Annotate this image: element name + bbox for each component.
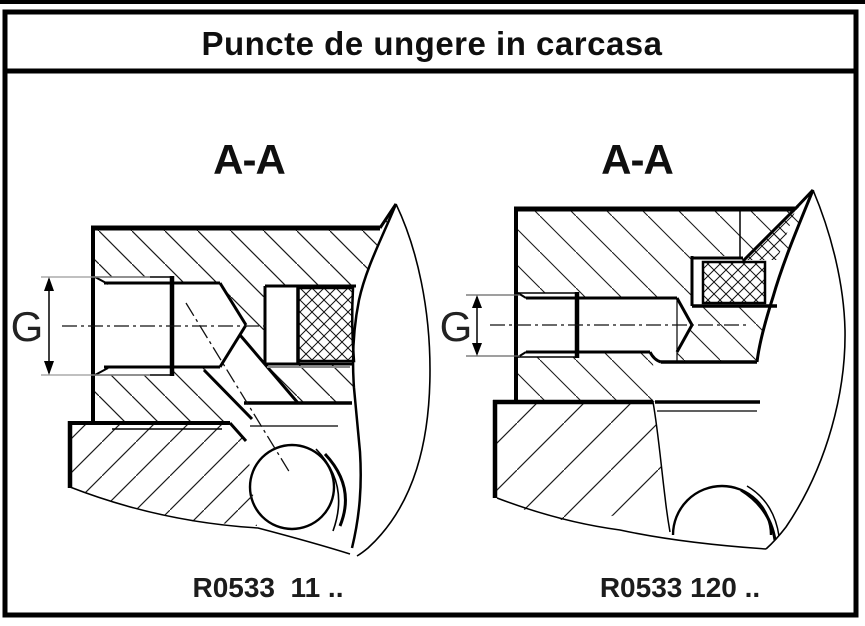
page-title: Puncte de ungere in carcasa (201, 25, 662, 62)
break-line-bottom (496, 497, 767, 550)
g-dimension-label: G (440, 303, 473, 350)
cover-section-hatch (70, 423, 257, 526)
shaft-breakout-area (352, 204, 430, 556)
bore-breakout-curve (755, 189, 815, 363)
race-arc-bold (740, 488, 777, 541)
g-dimension-label: G (11, 303, 44, 350)
race-arc-outer (746, 485, 780, 537)
top-edge-bar (0, 0, 865, 4)
part-number-right: R0533 120 .. (600, 572, 760, 603)
centerlines-left (62, 302, 291, 474)
bearing-ball (248, 443, 336, 531)
cavity-wall-curve (652, 401, 671, 533)
shaft-curve (765, 189, 846, 550)
break-line-bottom (69, 486, 351, 555)
section-label-right: A-A (601, 136, 673, 183)
pilot-bore (172, 283, 220, 367)
right-view: G A-A R0533 120 .. (440, 136, 846, 603)
section-label-left: A-A (213, 136, 285, 183)
arrow-down (472, 343, 482, 356)
g-dimension-right: G (440, 294, 520, 357)
g-dimension-left: G (11, 276, 150, 376)
bearing-ball-fill (673, 486, 771, 535)
extension-lines (466, 294, 520, 357)
seal-crosshatch (701, 260, 767, 305)
bore-breakout-curve (350, 203, 398, 549)
race-arc-outer (315, 448, 340, 532)
seal-crosshatch (296, 286, 356, 363)
race-arc-bold (323, 452, 347, 527)
shaft-curve (356, 203, 431, 557)
part-number-left: R0533 11 .. (192, 572, 343, 603)
cover-section-hatch (495, 402, 665, 521)
drill-cone (220, 283, 246, 367)
arrow-down (44, 361, 54, 375)
extension-lines (41, 276, 150, 376)
arrow-up (44, 277, 54, 291)
drawing-border (2, 9, 859, 618)
arrow-up (472, 295, 482, 308)
left-view: G A-A R0533 11 .. (11, 136, 431, 603)
